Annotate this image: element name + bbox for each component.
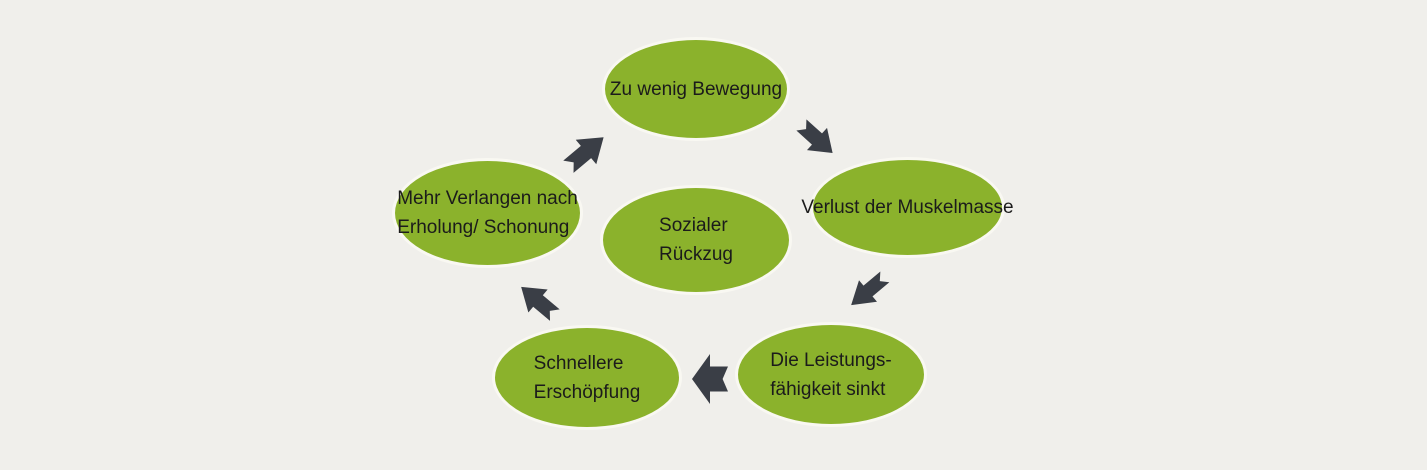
node-zu-wenig-bewegung: Zu wenig Bewegung bbox=[602, 37, 790, 141]
node-label-line: Mehr Verlangen nach bbox=[397, 188, 578, 209]
node-sozialer-rueckzug: Sozialer Rückzug bbox=[600, 185, 792, 295]
node-label: Schnellere Erschöpfung bbox=[534, 349, 641, 407]
node-leistungsfaehigkeit-sinkt: Die Leistungs- fähigkeit sinkt bbox=[735, 322, 927, 427]
node-label: Verlust der Muskelmasse bbox=[801, 193, 1013, 222]
node-verlust-der-muskelmasse: Verlust der Muskelmasse bbox=[801, 157, 1014, 258]
node-label-line: Verlust der Muskelmasse bbox=[801, 197, 1014, 218]
node-label-line: Erschöpfung bbox=[533, 381, 641, 403]
arrow-down-left-icon bbox=[851, 271, 890, 306]
arrow-up-right-icon bbox=[563, 137, 604, 173]
cycle-arrow-left-to-top bbox=[558, 125, 614, 179]
node-label: Die Leistungs- fähigkeit sinkt bbox=[770, 346, 891, 404]
node-label-line: Die Leistungs- bbox=[770, 349, 892, 371]
node-label-line: Rückzug bbox=[659, 244, 733, 265]
node-mehr-verlangen-nach-erholung-schonung: Mehr Verlangen nach Erholung/ Schonung bbox=[392, 158, 583, 268]
node-label: Mehr Verlangen nach Erholung/ Schonung bbox=[397, 184, 578, 242]
cycle-arrow-right-to-bottom-right bbox=[842, 266, 894, 316]
arrow-down-right-icon bbox=[796, 119, 833, 154]
node-label-line: fähigkeit sinkt bbox=[770, 378, 886, 400]
node-label-line: Zu wenig Bewegung bbox=[609, 78, 783, 100]
node-schnellere-erschoepfung: Schnellere Erschöpfung bbox=[492, 325, 682, 430]
cycle-arrow-bottom-left-to-left bbox=[512, 275, 565, 326]
arrow-left-icon bbox=[692, 354, 728, 404]
node-label-line: Sozialer bbox=[659, 215, 728, 236]
node-label: Sozialer Rückzug bbox=[659, 211, 733, 269]
node-label: Zu wenig Bewegung bbox=[610, 75, 782, 104]
arrow-up-left-icon bbox=[521, 286, 560, 321]
cycle-arrow-bottom-right-to-bottom-left bbox=[692, 354, 728, 404]
cycle-arrow-top-to-right bbox=[791, 114, 842, 164]
node-label-line: Erholung/ Schonung bbox=[397, 217, 570, 238]
node-label-line: Schnellere bbox=[533, 352, 624, 374]
